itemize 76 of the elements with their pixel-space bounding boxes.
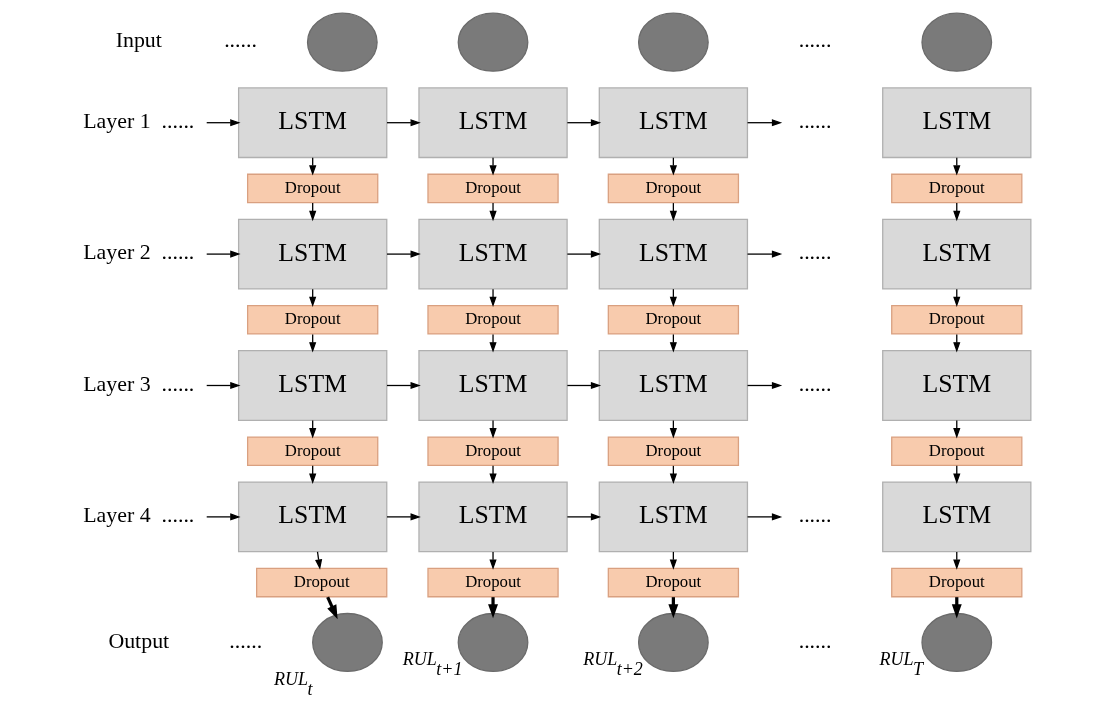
node-box: LSTM <box>598 218 748 290</box>
node-box: Dropout <box>607 173 739 204</box>
node-text: Layer 3 ...... <box>82 370 194 396</box>
node-box: Dropout <box>246 173 378 204</box>
arrow <box>566 513 601 521</box>
node-box: Dropout <box>426 567 559 598</box>
arrow <box>488 157 497 176</box>
node-box: LSTM <box>598 481 748 553</box>
node-box: Dropout <box>255 567 387 598</box>
arrow <box>205 250 241 258</box>
node-box: LSTM <box>417 350 568 421</box>
arrow <box>746 381 782 390</box>
node-box: Dropout <box>890 567 1022 598</box>
node-text: ...... <box>798 502 831 528</box>
node-text: Layer 2 ...... <box>82 239 194 265</box>
label: ...... <box>798 627 831 653</box>
node-box: Dropout <box>607 305 739 335</box>
label: ...... <box>798 27 831 53</box>
arrow <box>746 250 782 258</box>
node-box: LSTM <box>237 87 387 159</box>
arrow <box>488 419 497 439</box>
arrow <box>746 119 782 127</box>
label: Input <box>115 27 162 53</box>
arrow <box>385 381 421 390</box>
node-text: ...... <box>798 370 831 396</box>
arrow <box>205 513 241 521</box>
node-box: LSTM <box>417 481 568 553</box>
arrow <box>385 250 421 258</box>
node-box: Dropout <box>607 436 739 466</box>
arrow <box>314 551 322 570</box>
node-box: Dropout <box>890 436 1022 466</box>
node-box: LSTM <box>881 87 1031 159</box>
arrow <box>385 119 421 127</box>
node-box: LSTM <box>881 218 1031 290</box>
node-text: Layer 1 ...... <box>82 107 194 133</box>
arrow <box>488 465 497 484</box>
label: Output <box>107 627 169 653</box>
arrow <box>566 250 601 258</box>
node-box: Dropout <box>246 305 378 335</box>
node-box: Dropout <box>246 436 378 466</box>
node-box: LSTM <box>417 87 568 159</box>
arrow <box>205 119 241 127</box>
node-box: LSTM <box>237 218 387 290</box>
arrow <box>385 513 421 521</box>
arrow <box>488 288 497 307</box>
node-box: LSTM <box>237 350 387 421</box>
node-box: LSTM <box>598 350 748 421</box>
node-box: LSTM <box>237 481 387 553</box>
arrow <box>487 597 498 619</box>
node-circle <box>637 12 709 72</box>
arrow <box>488 333 497 353</box>
node-box: LSTM <box>417 218 568 290</box>
node-box: Dropout <box>426 305 559 335</box>
node-box: LSTM <box>598 87 748 159</box>
node-box: Dropout <box>426 173 559 204</box>
arrow <box>746 513 782 521</box>
label: ...... <box>223 27 257 53</box>
node-box: Dropout <box>890 305 1022 335</box>
node-text: Layer 4 ...... <box>82 502 194 528</box>
arrow <box>488 551 497 570</box>
arrow <box>566 381 601 390</box>
node-circle <box>920 12 992 72</box>
arrow <box>566 119 601 127</box>
node-circle <box>306 12 378 72</box>
label: ...... <box>228 627 262 653</box>
node-box: LSTM <box>881 481 1031 553</box>
node-text: ...... <box>798 107 831 133</box>
node-text: ...... <box>798 239 831 265</box>
node-box: LSTM <box>881 350 1031 421</box>
arrow <box>488 202 497 222</box>
arrow <box>205 381 241 390</box>
node-circle <box>311 612 383 673</box>
node-circle <box>457 12 528 72</box>
node-box: Dropout <box>607 567 739 598</box>
node-box: Dropout <box>890 173 1022 204</box>
node-box: Dropout <box>426 436 559 466</box>
